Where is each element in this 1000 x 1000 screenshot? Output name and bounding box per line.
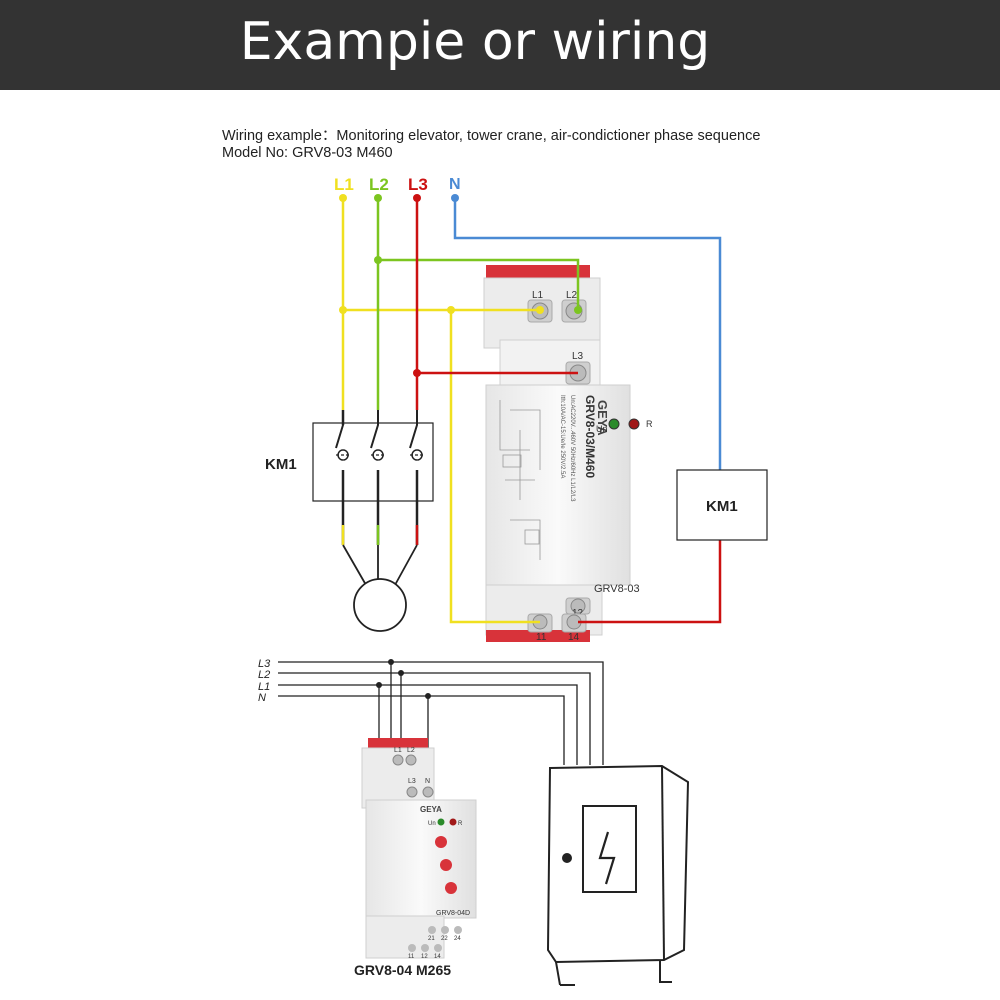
small-relay-t24: 24 [454, 936, 461, 942]
phase-label-l1: L1 [334, 175, 354, 194]
motor-symbol [353, 578, 407, 632]
relay-terminal-l3-label: L3 [572, 351, 584, 362]
relay-model-vertical: GRV8-03/M460 [583, 395, 597, 478]
bus-label-l3: L3 [258, 658, 271, 670]
relay-grv8-04: L1 L2 L3 N GEYA Un R GRV8-04D 21 22 24 1… [361, 738, 477, 960]
contactor-km1-label: KM1 [265, 456, 297, 473]
coil-km1-box [676, 469, 768, 541]
small-relay-t14: 14 [434, 954, 441, 960]
relay-terminal-11-label: 11 [536, 632, 547, 643]
bus-label-l1: L1 [258, 681, 270, 693]
relay-spec-line1: Un:AC220V...460V 50Hz/60Hz L1/L2/L3 [569, 395, 575, 502]
bottom-bus-lines [278, 661, 604, 780]
relay-terminal-l2-label: L2 [566, 290, 578, 301]
phase-label-l2: L2 [369, 175, 389, 194]
relay-grv8-03: L1 L2 L3 GEYA Un R GRV8-03/M460 Un:AC220… [483, 265, 653, 643]
wire-n [453, 198, 722, 470]
small-relay-t11: 11 [408, 954, 415, 960]
relay-top-clip [486, 265, 590, 279]
small-relay-model: GRV8-04D [436, 910, 470, 917]
small-relay-l2: L2 [407, 747, 415, 754]
relay-terminal-14-label: 14 [568, 632, 580, 643]
relay-led-r-label: R [646, 419, 653, 429]
small-relay-t21: 21 [428, 936, 435, 942]
bus-label-l2: L2 [258, 669, 270, 681]
phase-label-l3: L3 [408, 175, 428, 194]
led-r-icon [628, 418, 640, 430]
relay-led-un-label: Un [596, 424, 608, 434]
relay-front-face [485, 384, 631, 586]
electrical-cabinet-icon [546, 764, 690, 986]
relay-side-schematic [499, 400, 541, 560]
dial-3-icon [445, 882, 457, 894]
relay-brand-logo: GEYA [595, 400, 610, 436]
wiring-description: Wiring example：Monitoring elevator, towe… [222, 128, 761, 144]
dial-1-icon [435, 836, 447, 848]
led-un-icon [608, 418, 620, 430]
model-number-text: Model No: GRV8-03 M460 [222, 145, 393, 161]
small-relay-t22: 22 [441, 936, 448, 942]
phase-label-n: N [449, 176, 461, 193]
dial-2-icon [440, 859, 452, 871]
contactor-km1 [312, 410, 434, 632]
relay-terminal-l1-label: L1 [532, 290, 544, 301]
small-relay-n: N [425, 778, 430, 785]
small-relay-led-un: Un [428, 821, 436, 827]
relay-spec-line2: Ith:10A/AC-15:Ue/Ie 250V/2.5A [559, 395, 565, 478]
terminal-screw-12 [570, 598, 586, 614]
small-relay-t12: 12 [421, 954, 428, 960]
small-relay-caption: GRV8-04 M265 [354, 962, 451, 978]
coil-km1-label: KM1 [706, 498, 738, 515]
header-bar: Exampie or wiring [0, 0, 1000, 90]
relay-model-label: GRV8-03 [594, 583, 640, 595]
small-relay-l1: L1 [394, 747, 402, 754]
small-relay-led-r: R [458, 821, 463, 827]
bus-label-n: N [258, 692, 266, 704]
small-relay-brand: GEYA [420, 805, 442, 814]
page-title: Exampie or wiring [239, 12, 711, 72]
small-relay-l3: L3 [408, 778, 416, 785]
